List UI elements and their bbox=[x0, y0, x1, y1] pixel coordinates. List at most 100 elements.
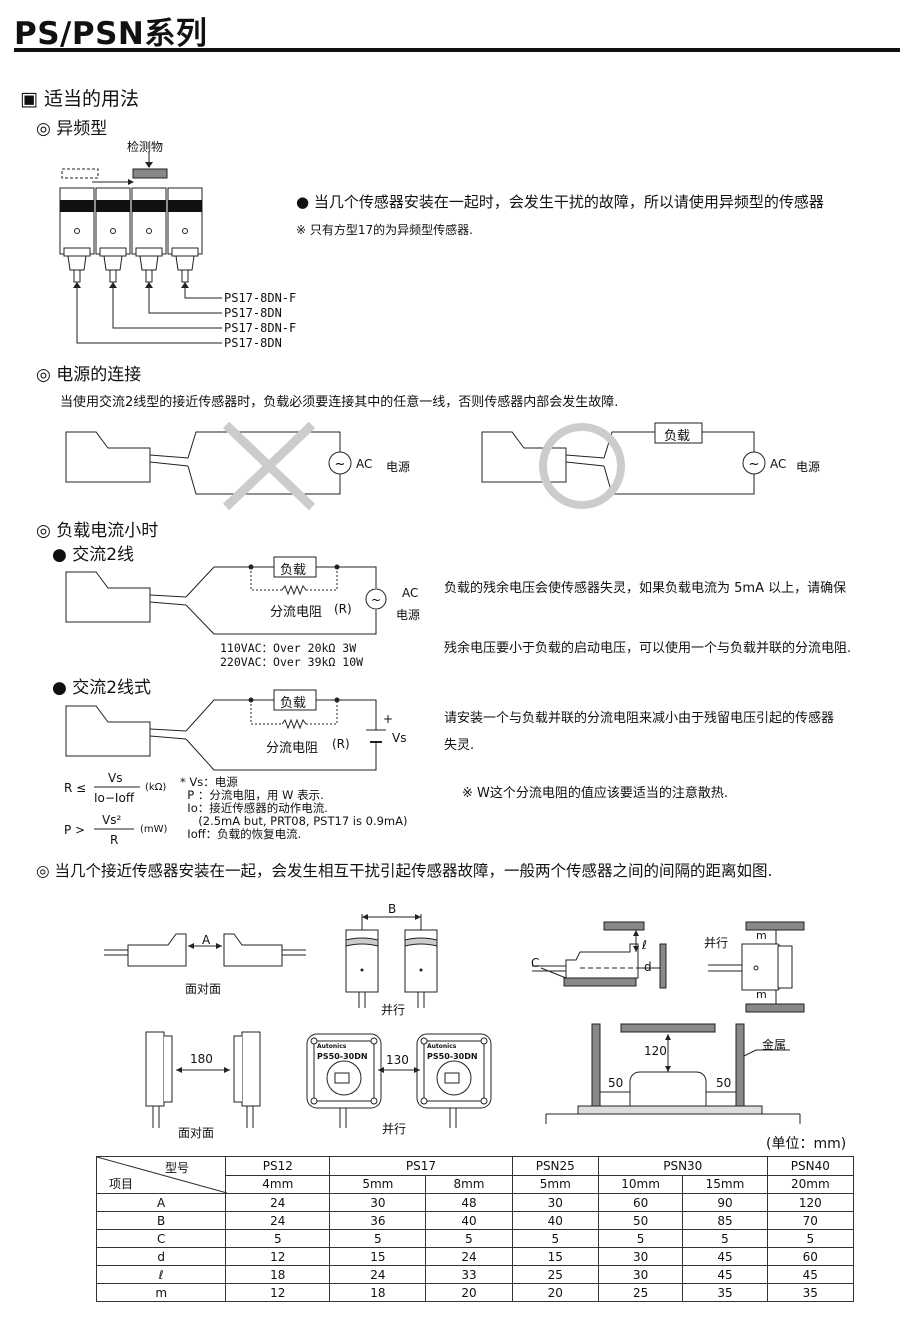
detected-object-icon bbox=[132, 168, 168, 179]
sensor-icon bbox=[65, 571, 151, 623]
ac-label: AC bbox=[402, 586, 419, 600]
formula-legend: * Vs：电源 P ：分流电阻，用 W 表示. Io：接近传感器的动作电流. (… bbox=[180, 776, 407, 841]
size-header: 5mm bbox=[511, 1174, 599, 1194]
svg-text:~: ~ bbox=[335, 457, 346, 472]
metal-mounting-icon bbox=[545, 1023, 801, 1124]
table-cell: 15 bbox=[511, 1247, 599, 1266]
size-header: 4mm bbox=[225, 1174, 331, 1194]
table-cell: 5 bbox=[682, 1229, 768, 1248]
svg-text:~: ~ bbox=[371, 593, 381, 607]
table-cell: 24 bbox=[225, 1211, 331, 1230]
sec4-heading: ◎ 当几个接近传感器安装在一起，会发生相互干扰引起传感器故障，一般两个传感器之间… bbox=[36, 862, 773, 880]
spacing-table: 型号 项目 PS12 PS17 PSN25 PSN30 PSN40 4mm 5m… bbox=[95, 1156, 855, 1302]
vs-label: Vs bbox=[392, 731, 407, 745]
model-header: PS17 bbox=[329, 1156, 513, 1176]
table-cell: 20 bbox=[511, 1283, 599, 1302]
vac2-label: 220VAC：Over 39kΩ 10W bbox=[220, 655, 364, 669]
table-cell: 25 bbox=[597, 1283, 684, 1302]
formula-r-unit: (kΩ) bbox=[145, 782, 167, 793]
model-header: PSN40 bbox=[766, 1156, 855, 1176]
sec3-text4: 失灵. bbox=[444, 738, 475, 753]
table-corner: 型号 项目 bbox=[95, 1156, 228, 1194]
sec2-heading: ◎ 电源的连接 bbox=[36, 365, 142, 385]
model-header: PS12 bbox=[225, 1156, 331, 1176]
table-cell: 5 bbox=[766, 1229, 855, 1248]
top-view-sensor-icon bbox=[708, 921, 805, 1013]
ac-label: AC bbox=[356, 457, 373, 471]
sec3-heading: ◎ 负载电流小时 bbox=[36, 521, 159, 541]
sec1-diagram bbox=[59, 152, 222, 344]
sec3-sub1: ● 交流2线 bbox=[52, 545, 135, 565]
resistor-icon bbox=[281, 718, 307, 730]
ac-source-icon bbox=[328, 451, 352, 475]
ac2wire-diagram: ~ bbox=[65, 556, 387, 830]
table-cell: 15 bbox=[329, 1247, 427, 1266]
table-cell: 60 bbox=[597, 1193, 684, 1212]
legend-line: * Vs：电源 bbox=[180, 775, 238, 789]
object-ghost-icon bbox=[61, 168, 99, 179]
correct-mark-icon bbox=[539, 423, 625, 509]
dim-130: 130 bbox=[386, 1053, 409, 1067]
load-box-icon bbox=[654, 422, 703, 444]
table-cell: 24 bbox=[225, 1193, 331, 1212]
face-to-face-label: 面对面 bbox=[185, 982, 222, 996]
dim-50: 50 bbox=[716, 1076, 732, 1090]
table-cell: 45 bbox=[766, 1265, 855, 1284]
load-box-icon bbox=[273, 689, 317, 711]
table-row: C 5 5 5 5 5 5 5 bbox=[95, 1229, 855, 1248]
dim-m: m bbox=[756, 988, 767, 1001]
ac-label: AC bbox=[770, 457, 787, 471]
table-cell: 33 bbox=[425, 1265, 513, 1284]
svg-text:~: ~ bbox=[749, 457, 760, 472]
table-cell: 30 bbox=[597, 1265, 684, 1284]
formula-p-unit: (mW) bbox=[140, 824, 168, 835]
object-label: 检测物 bbox=[127, 140, 164, 154]
sec3-text2: 残余电压要小于负载的启动电压，可以使用一个与负载并联的分流电阻. bbox=[444, 641, 852, 656]
load-label: 负载 bbox=[280, 563, 307, 578]
table-row: A 24 30 48 30 60 90 120 bbox=[95, 1193, 855, 1212]
shunt-label: 分流电阻 bbox=[270, 605, 323, 620]
table-cell: 45 bbox=[682, 1265, 768, 1284]
table-row: B 24 36 40 40 50 85 70 bbox=[95, 1211, 855, 1230]
size-header: 5mm bbox=[329, 1174, 427, 1194]
table-cell: 5 bbox=[329, 1229, 427, 1248]
formula-p-lhs: P > bbox=[64, 823, 86, 837]
power-wrong-diagram: ~ ~ bbox=[65, 421, 766, 511]
table-cell: 36 bbox=[329, 1211, 427, 1230]
face-to-face-round-sensors-icon bbox=[145, 1031, 261, 1128]
size-header: 20mm bbox=[766, 1174, 855, 1194]
plus-label: + bbox=[383, 712, 394, 726]
table-cell: 18 bbox=[329, 1283, 427, 1302]
sec2-desc: 当使用交流2线型的接近传感器时，负载必须要连接其中的任意一线，否则传感器内部会发… bbox=[60, 395, 619, 410]
resistor-icon bbox=[281, 584, 307, 596]
table-cell: 40 bbox=[425, 1211, 513, 1230]
table-cell: 12 bbox=[225, 1283, 331, 1302]
table-cell: 90 bbox=[682, 1193, 768, 1212]
dim-50: 50 bbox=[608, 1076, 624, 1090]
sec1-heading: ◎ 异频型 bbox=[36, 119, 108, 139]
table-cell: 5 bbox=[425, 1229, 513, 1248]
formula-r-num: Vs bbox=[108, 771, 123, 785]
table-cell: 50 bbox=[597, 1211, 684, 1230]
legend-line: (2.5mA but, PRT08, PST17 is 0.9mA) bbox=[180, 814, 408, 828]
metal-label: 金属 bbox=[762, 1038, 787, 1052]
size-header: 10mm bbox=[597, 1174, 684, 1194]
legend-line: P ：分流电阻，用 W 表示. bbox=[180, 788, 324, 802]
table-cell: 20 bbox=[425, 1283, 513, 1302]
table-cell: 24 bbox=[329, 1265, 427, 1284]
sec1-note: ● 当几个传感器安装在一起时，会发生干扰的故障，所以请使用异频型的传感器 bbox=[296, 193, 824, 211]
parallel-sensors-icon bbox=[345, 929, 438, 1008]
sec3-sub2: ● 交流2线式 bbox=[52, 678, 152, 698]
legend-line: Io：接近传感器的动作电流. bbox=[180, 801, 328, 815]
table-cell: 35 bbox=[766, 1283, 855, 1302]
sec1-subnote: ※ 只有方型17的为异频型传感器. bbox=[296, 223, 473, 237]
dim-180: 180 bbox=[190, 1052, 213, 1066]
sec3-text3: 请安装一个与负载并联的分流电阻来减小由于残留电压引起的传感器 bbox=[444, 711, 835, 726]
row-label: ℓ bbox=[95, 1265, 227, 1284]
sensor-row-icon bbox=[59, 187, 203, 283]
table-cell: 85 bbox=[682, 1211, 768, 1230]
row-label: d bbox=[95, 1247, 227, 1266]
sensor-icon bbox=[65, 705, 151, 757]
dim-d: d bbox=[644, 960, 652, 974]
model-header: PSN25 bbox=[511, 1156, 599, 1176]
